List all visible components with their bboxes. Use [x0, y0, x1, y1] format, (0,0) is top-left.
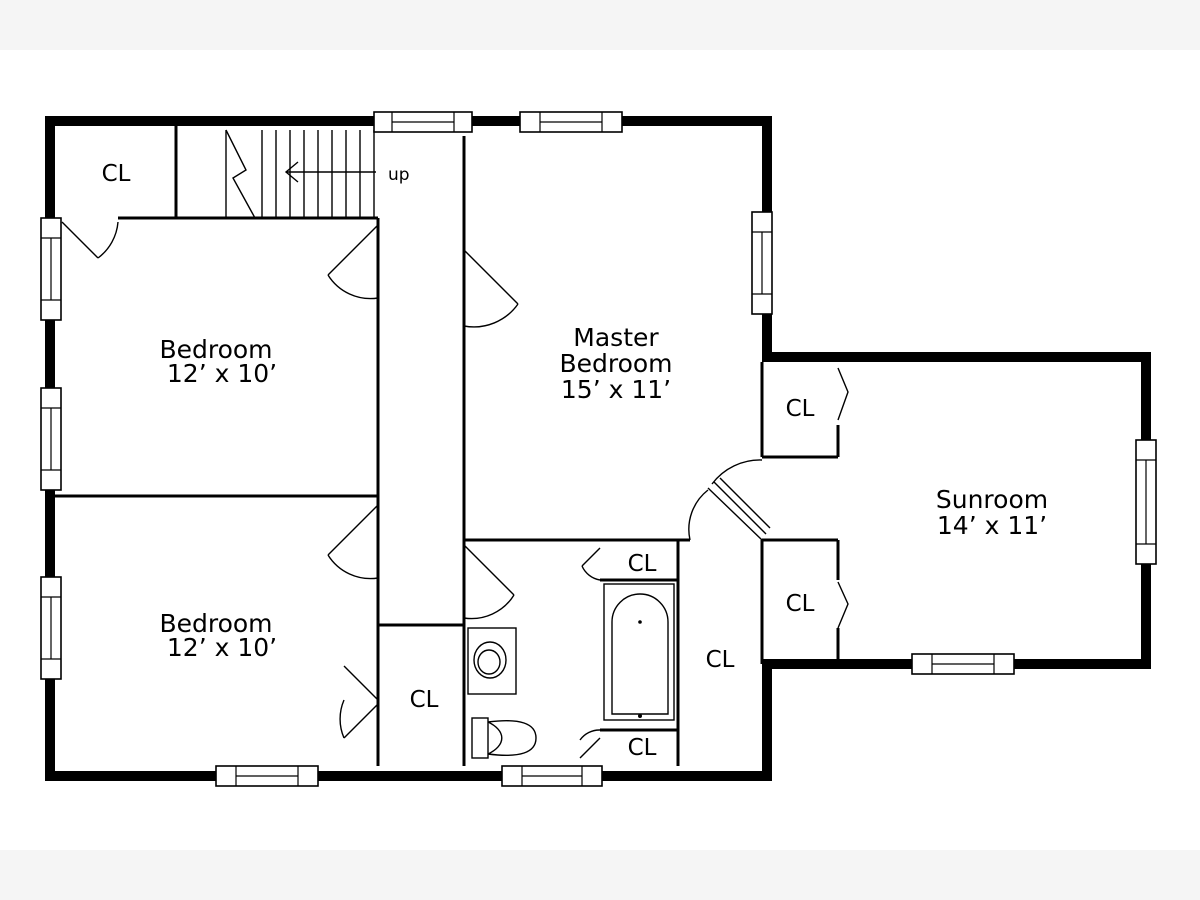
arrow-left-icon: [284, 161, 299, 183]
window: [40, 387, 62, 491]
window: [373, 111, 473, 133]
closet-label: CL: [102, 161, 131, 187]
stair-break-line: [225, 129, 256, 219]
closet-label: CL: [706, 647, 735, 673]
floor-plan-drawing: up: [40, 111, 1157, 787]
master-bedroom-name-line2: Bedroom: [559, 349, 672, 378]
bedroom-top-name: Bedroom: [159, 335, 272, 364]
interior-walls: [55, 121, 840, 766]
closet-label: CL: [628, 551, 657, 577]
window: [40, 576, 62, 680]
bedroom-bottom-name: Bedroom: [159, 609, 272, 638]
window: [501, 765, 603, 787]
floor-plan: up: [0, 50, 1200, 850]
bedroom-top-size: 12’ x 10’: [167, 359, 277, 388]
stair-direction-label: up: [388, 165, 410, 185]
master-bedroom-size: 15’ x 11’: [561, 375, 671, 404]
staircase: [225, 129, 376, 219]
sunroom-size: 14’ x 11’: [937, 511, 1047, 540]
closet-label: CL: [410, 687, 439, 713]
window: [40, 217, 62, 321]
window: [911, 653, 1015, 675]
window: [1135, 439, 1157, 565]
closet-label: CL: [786, 396, 815, 422]
windows: [40, 111, 1157, 787]
window: [519, 111, 623, 133]
doors: [61, 221, 849, 759]
bathroom-fixtures: [467, 583, 675, 759]
bedroom-bottom-size: 12’ x 10’: [167, 633, 277, 662]
window: [215, 765, 319, 787]
sunroom-name: Sunroom: [936, 485, 1048, 514]
master-bedroom-name-line1: Master: [573, 323, 659, 352]
bathtub-icon: [611, 593, 669, 715]
toilet-icon: [487, 720, 537, 756]
sink-icon: [473, 641, 507, 679]
closet-label: CL: [786, 591, 815, 617]
closet-label: CL: [628, 735, 657, 761]
window: [751, 211, 773, 315]
